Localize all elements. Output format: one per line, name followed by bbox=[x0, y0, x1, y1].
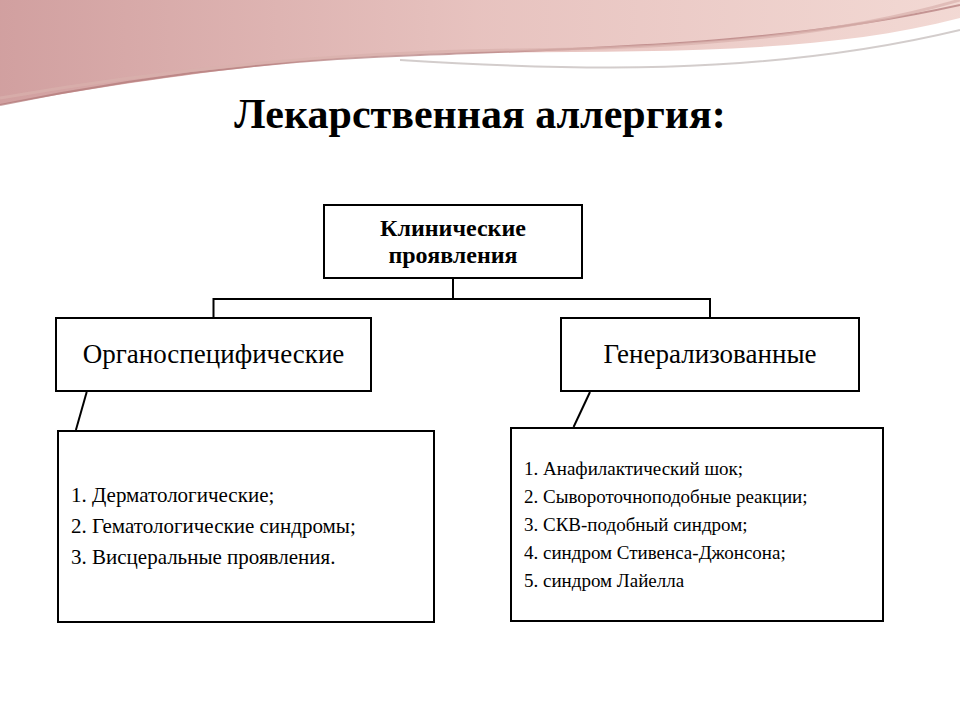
list-item: 5. синдром Лайелла bbox=[524, 570, 872, 592]
list-item: 4. синдром Стивенса-Джонсона; bbox=[524, 542, 872, 564]
list-item: 2. Сывороточноподобные реакции; bbox=[524, 486, 872, 508]
box-label: Органоспецифические bbox=[83, 339, 345, 370]
slide-title: Лекарственная аллергия: bbox=[0, 90, 960, 138]
list-box: 1. Анафилактический шок; 2. Сывороточнопо… bbox=[510, 427, 884, 622]
connector-line bbox=[76, 392, 87, 430]
connector-line bbox=[214, 279, 454, 317]
category-box: Клинические проявления bbox=[323, 204, 583, 279]
list-item: 1. Дерматологические; bbox=[71, 483, 423, 508]
list-item: 3. СКВ-подобный синдром; bbox=[524, 514, 872, 536]
box-label: Клинические проявления bbox=[325, 215, 581, 269]
branch-box: Генерализованные bbox=[560, 317, 860, 392]
connector-line bbox=[453, 279, 710, 317]
connector-line bbox=[574, 392, 590, 427]
branch-box: Органоспецифические bbox=[55, 317, 372, 392]
list-item: 3. Висцеральные проявления. bbox=[71, 545, 423, 570]
list-box: 1. Дерматологические; 2. Гематологические… bbox=[57, 430, 435, 623]
list-item: 1. Анафилактический шок; bbox=[524, 458, 872, 480]
list-item: 2. Гематологические синдромы; bbox=[71, 514, 423, 539]
box-label: Генерализованные bbox=[603, 339, 816, 370]
